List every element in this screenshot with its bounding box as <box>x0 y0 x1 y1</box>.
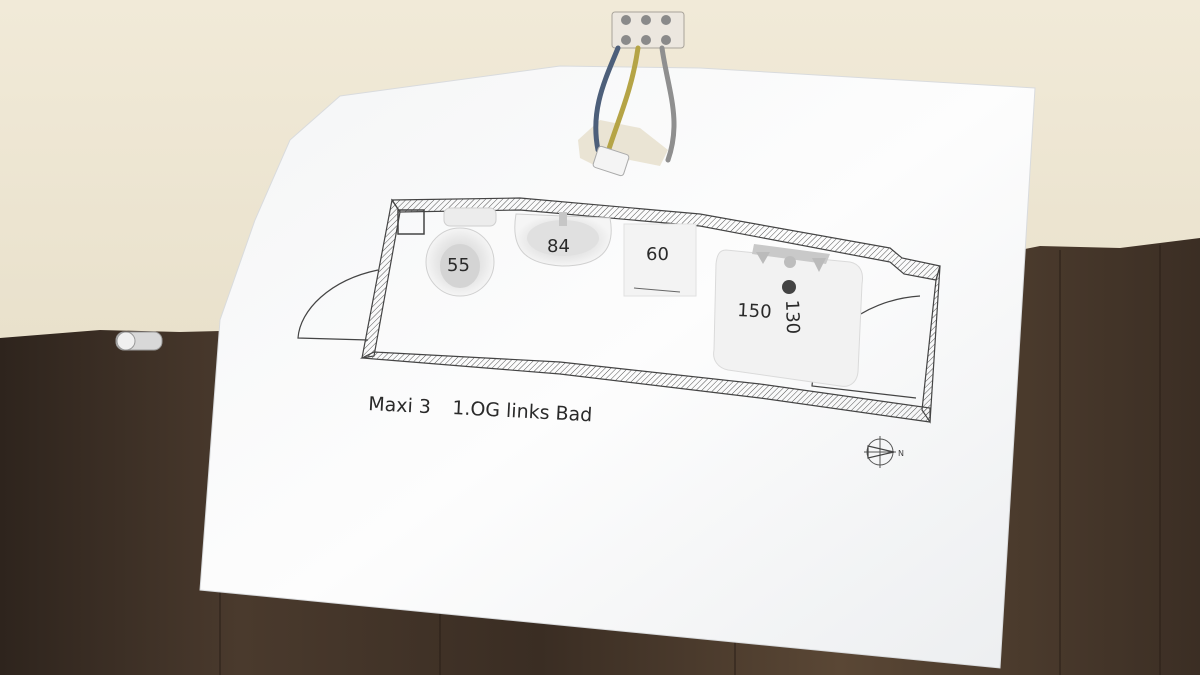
washbasin-width-label: 84 <box>547 236 570 257</box>
paper-sheet <box>199 65 1036 669</box>
plan-shaft <box>397 209 425 235</box>
wall-plug <box>115 331 163 351</box>
shower-drain <box>782 280 796 294</box>
cabinet-width-label: 60 <box>646 244 669 265</box>
plan-door-left <box>297 269 379 341</box>
shower-width-label: 150 <box>737 300 772 323</box>
shower-fittings <box>752 244 830 264</box>
north-arrow-icon: N <box>864 436 904 468</box>
toilet-width-label: 55 <box>447 255 470 276</box>
shower-depth-label: 130 <box>781 299 803 334</box>
terminal-block <box>611 11 685 49</box>
toilet-fixture <box>425 207 497 297</box>
electrical-wires <box>593 45 677 163</box>
plan-caption-model: Maxi 3 <box>368 393 432 418</box>
plan-wall-right <box>921 265 941 424</box>
floor-plan: 55 84 60 150 130 <box>297 197 941 424</box>
north-arrow-label: N <box>898 449 904 458</box>
washbasin-fixture <box>514 212 612 267</box>
shower-fixture <box>713 244 863 387</box>
wire-connector <box>592 145 630 177</box>
cabinet-fixture <box>623 223 697 297</box>
